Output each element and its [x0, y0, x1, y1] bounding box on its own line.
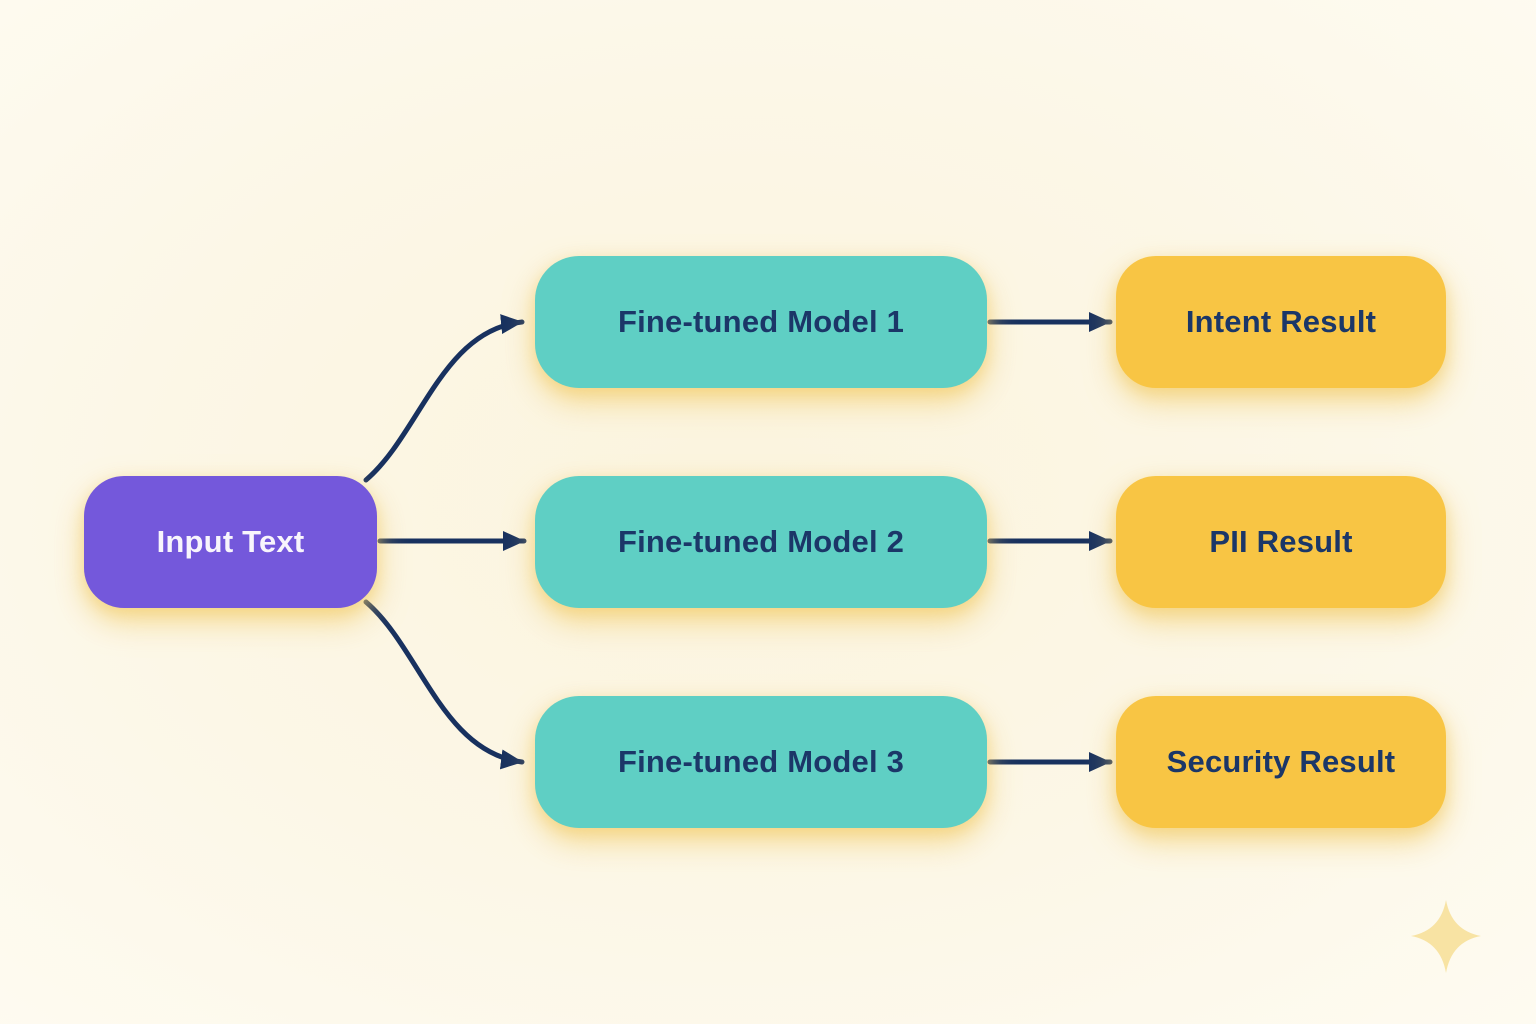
sparkle-icon	[1411, 900, 1481, 973]
arrow-input-to-model-1	[363, 314, 525, 483]
pii-result-label: PII Result	[1209, 524, 1353, 559]
fine-tuned-model-3-node: Fine-tuned Model 3	[535, 696, 987, 828]
intent-result-node: Intent Result	[1116, 256, 1446, 388]
fine-tuned-model-2-node: Fine-tuned Model 2	[535, 476, 987, 608]
fine-tuned-model-1-label: Fine-tuned Model 1	[617, 304, 905, 339]
arrow-input-to-model-3	[363, 599, 525, 770]
input-text-node: Input Text	[84, 476, 377, 608]
input-text-label: Input Text	[156, 524, 305, 559]
intent-result-label: Intent Result	[1185, 304, 1377, 339]
security-result-label: Security Result	[1166, 744, 1396, 779]
fine-tuned-model-2-label: Fine-tuned Model 2	[617, 524, 905, 559]
security-result-node: Security Result	[1116, 696, 1446, 828]
fine-tuned-model-3-label: Fine-tuned Model 3	[617, 744, 905, 779]
fine-tuned-model-1-node: Fine-tuned Model 1	[535, 256, 987, 388]
pii-result-node: PII Result	[1116, 476, 1446, 608]
